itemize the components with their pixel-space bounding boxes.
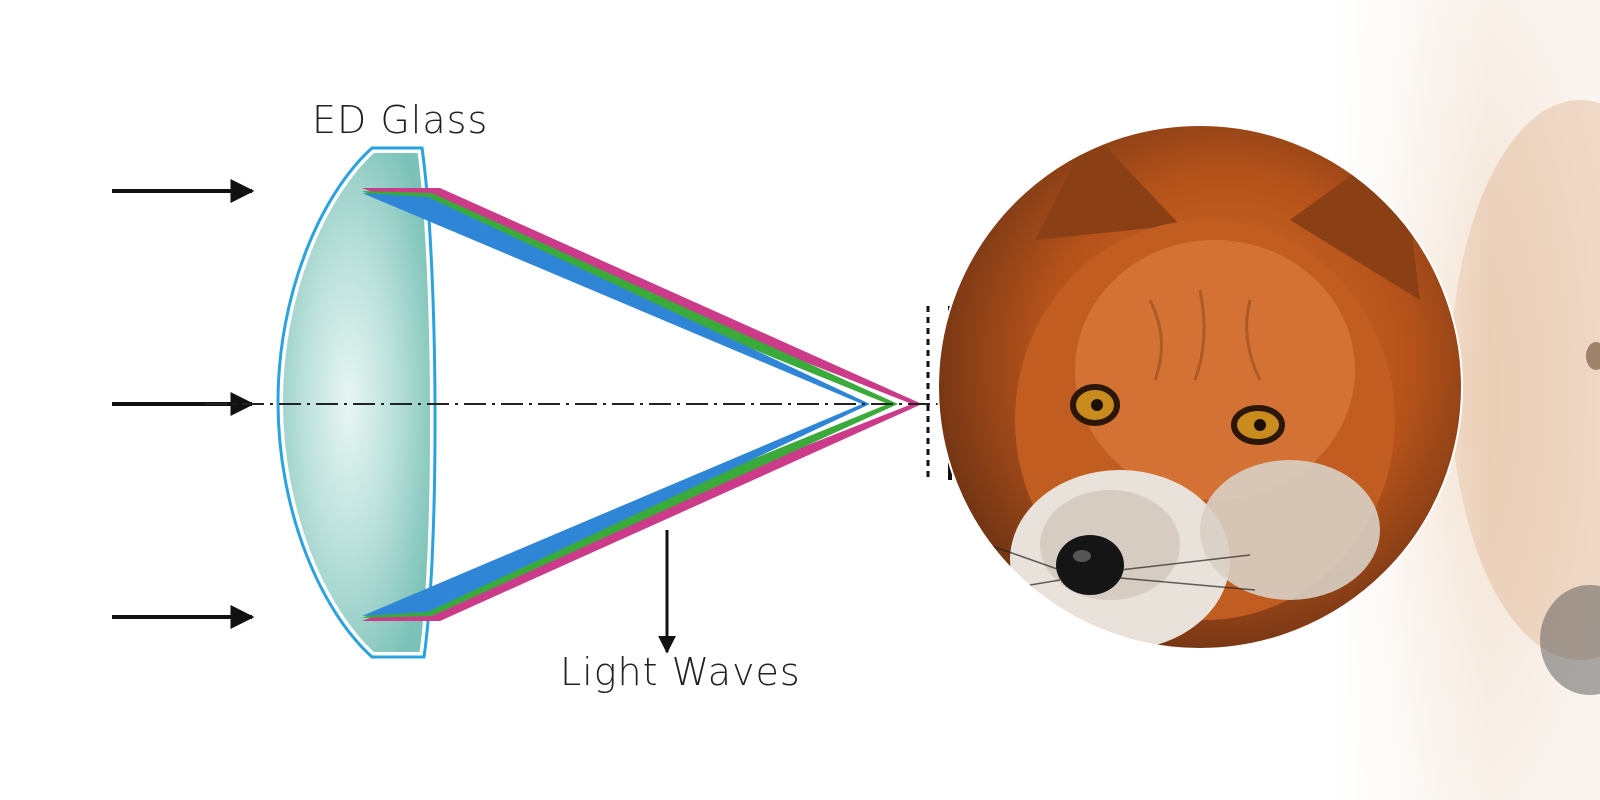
ray-blue-top: [362, 193, 870, 404]
incoming-light-arrows: [112, 179, 255, 629]
ray-blue-bottom: [362, 404, 870, 616]
fox-left-ear-icon: [1035, 130, 1180, 240]
converging-light-rays: [362, 188, 922, 621]
ed-glass-lens: [272, 143, 441, 662]
fox-photo-frame: [937, 124, 1463, 650]
ed-glass-label: ED Glass: [312, 98, 489, 142]
fox-nose-icon: [1056, 535, 1124, 595]
light-waves-label: Light Waves: [560, 650, 801, 694]
fox-photo-circle: [938, 125, 1462, 649]
